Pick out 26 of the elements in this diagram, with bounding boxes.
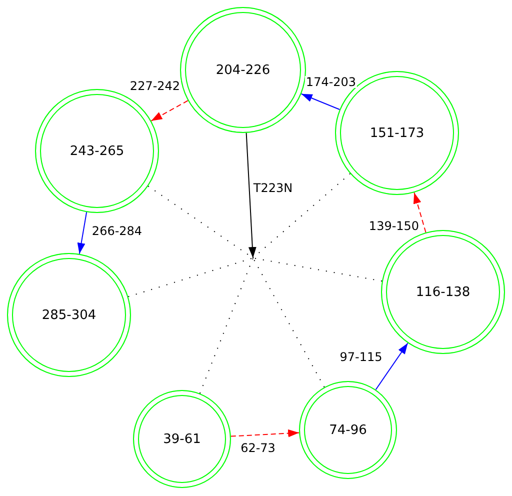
node-label: 285-304: [42, 308, 96, 322]
dotted-line: [199, 258, 254, 394]
arrow: [300, 93, 340, 110]
edge-label: 266-284: [90, 225, 144, 237]
node-label: 39-61: [163, 432, 201, 446]
node-label: 151-173: [370, 126, 424, 140]
node-label: 204-226: [216, 64, 270, 76]
arrow: [150, 100, 188, 122]
arrow: [246, 132, 256, 258]
edge-label: 62-73: [240, 442, 276, 454]
arrow: [230, 429, 300, 438]
edge-label: 174-203: [304, 76, 358, 88]
dotted-line: [128, 258, 254, 298]
node-label: 116-138: [416, 286, 470, 298]
dotted-line: [252, 258, 325, 388]
dotted-line: [252, 173, 351, 258]
edge-label: 97-115: [338, 351, 384, 363]
arrow: [375, 342, 408, 390]
edge-label: 227-242: [128, 80, 182, 92]
arrow: [77, 212, 88, 254]
edge-label: 139-150: [368, 220, 420, 232]
dotted-line: [252, 258, 382, 282]
node-label: 243-265: [70, 144, 124, 158]
edge-label: T223N: [252, 182, 294, 194]
arrow: [413, 192, 426, 233]
node-label: 74-96: [329, 424, 367, 436]
